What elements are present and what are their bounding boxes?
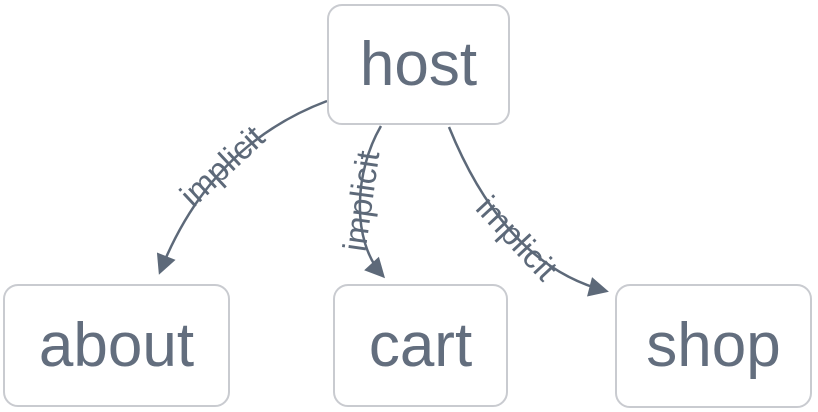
edge-host-shop[interactable] <box>447 126 609 297</box>
edge-host-about[interactable] <box>156 99 328 275</box>
node-cart[interactable]: cart <box>333 284 508 407</box>
node-about[interactable]: about <box>3 284 230 407</box>
node-label-cart: cart <box>368 310 473 380</box>
edge-label-host-cart: implicit <box>336 148 387 253</box>
edge-label-host-about: implicit <box>173 118 272 214</box>
edge-label-host-shop: implicit <box>469 189 565 288</box>
node-label-shop: shop <box>646 311 781 380</box>
edge-host-cart[interactable] <box>358 125 386 279</box>
node-label-host: host <box>359 29 478 99</box>
node-shop[interactable]: shop <box>615 284 812 408</box>
node-label-about: about <box>38 310 195 380</box>
node-host[interactable]: host <box>327 4 510 125</box>
